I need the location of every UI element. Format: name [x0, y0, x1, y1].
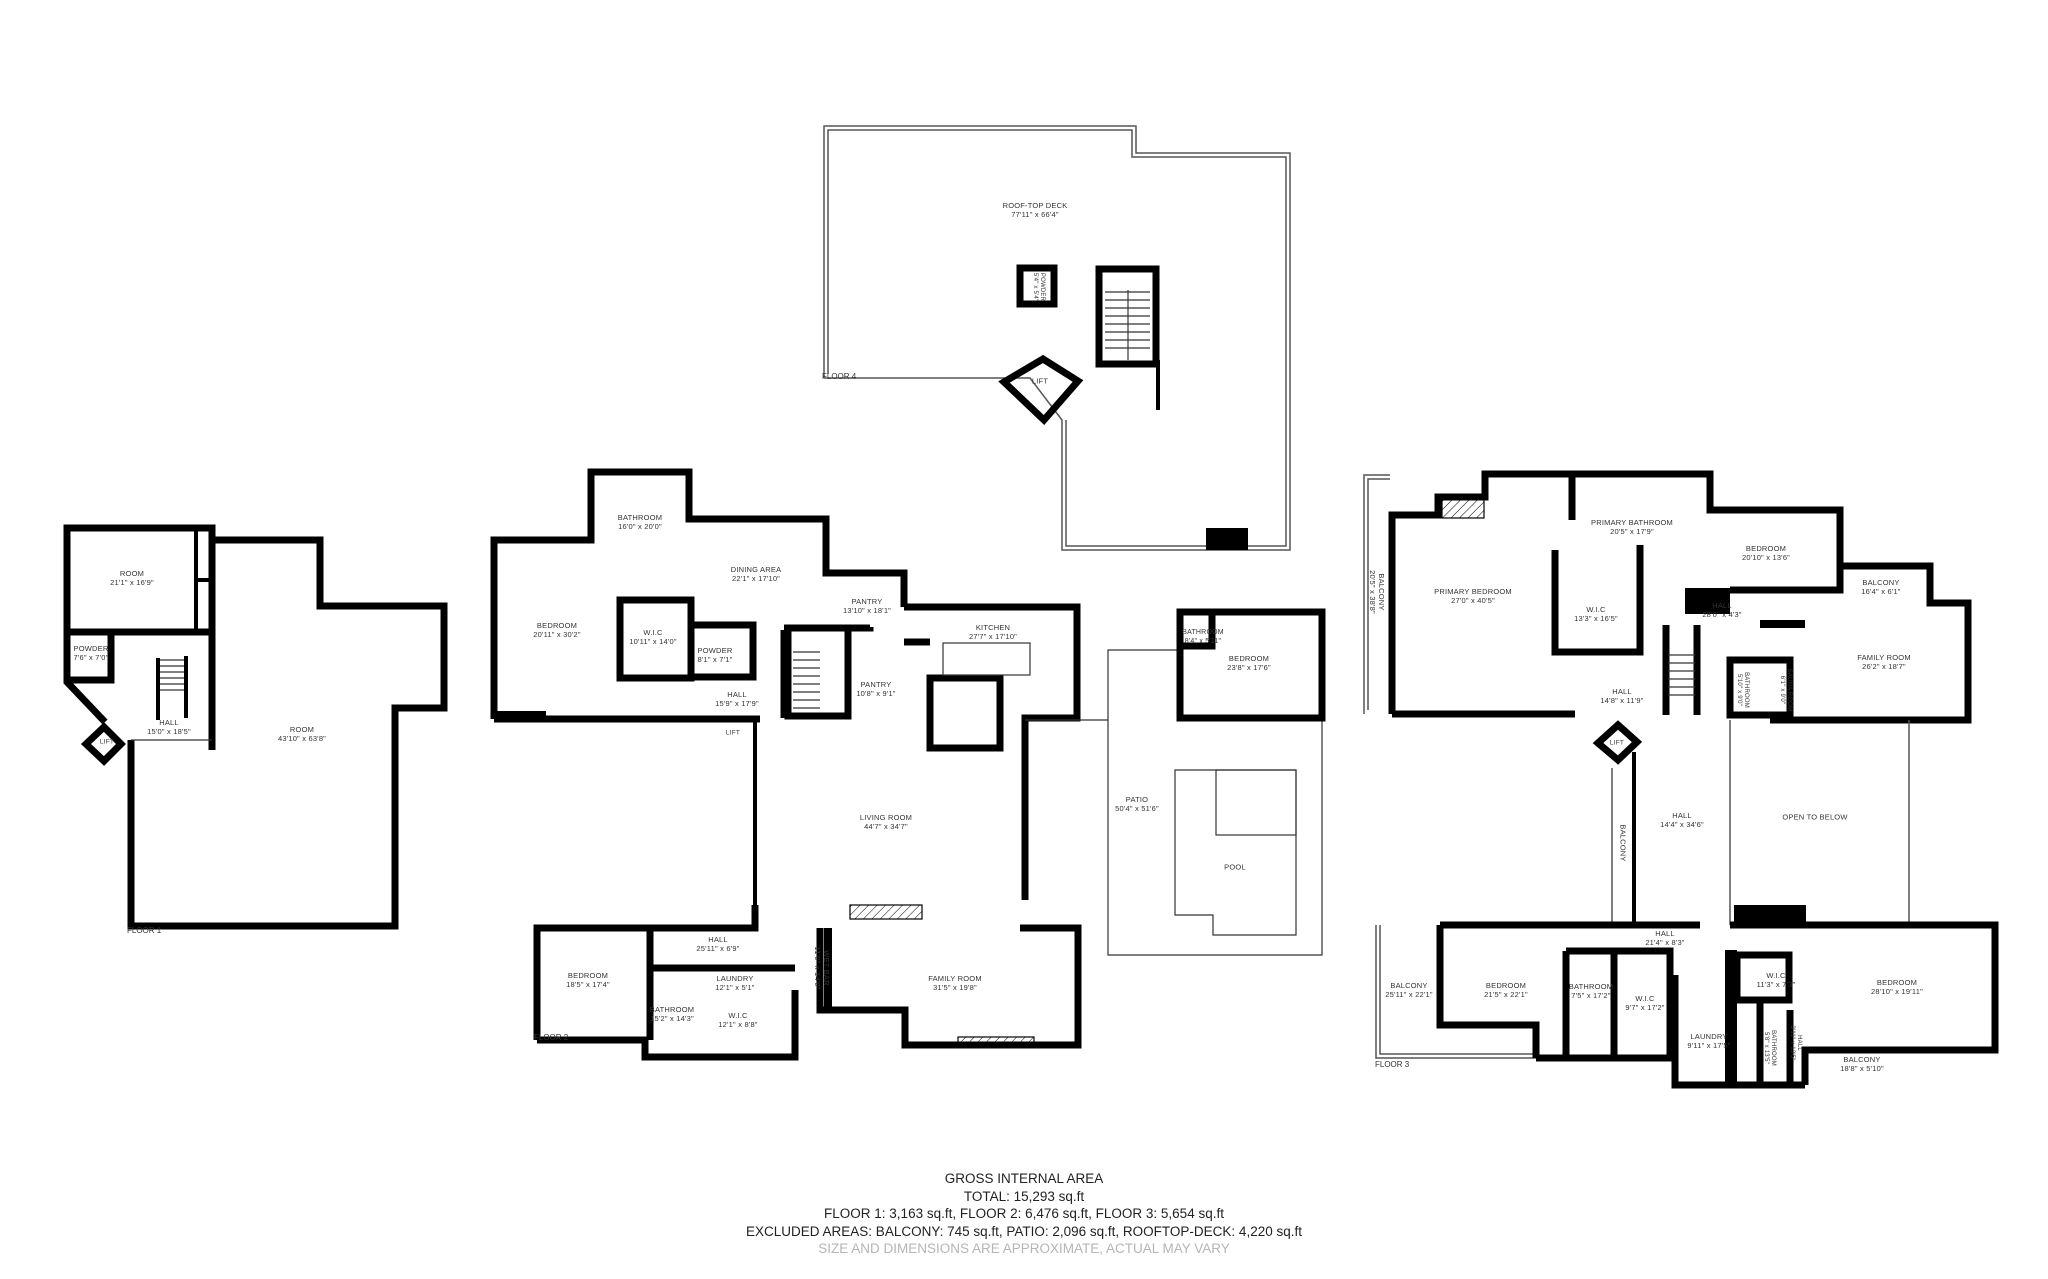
floor-3-tag: FLOOR 3 — [1375, 1060, 1410, 1069]
floor-1-tag: FLOOR 1 — [127, 926, 162, 935]
room-label-f3-balcony-3: BALCONY — [1618, 824, 1628, 862]
room-label-f2-pool: POOL — [1224, 862, 1246, 872]
room-label-f2-lift: LIFT — [725, 729, 741, 737]
room-label-roof-lift: LIFT — [1031, 376, 1049, 386]
summary-excluded: EXCLUDED AREAS: BALCONY: 745 sq.ft, PATI… — [746, 1223, 1302, 1239]
gross-internal-area-summary: GROSS INTERNAL AREA TOTAL: 15,293 sq.ft … — [0, 1170, 2048, 1258]
floor-2-plan — [490, 468, 1326, 1061]
summary-floors: FLOOR 1: 3,163 sq.ft, FLOOR 2: 6,476 sq.… — [824, 1206, 1224, 1221]
summary-title: GROSS INTERNAL AREA — [944, 1171, 1104, 1186]
floor-3-plan — [1363, 470, 1999, 1089]
summary-total: TOTAL: 15,293 sq.ft — [963, 1188, 1085, 1204]
floor-2-tag: FLOOR 2 — [534, 1033, 569, 1042]
floor-4-plan — [823, 125, 1291, 551]
room-label-f3-open-to-below: OPEN TO BELOW — [1782, 812, 1848, 822]
room-label-f1-lift: LIFT — [99, 738, 115, 746]
floor-1-plan — [63, 524, 448, 930]
room-label-f3-lift: LIFT — [1609, 739, 1625, 747]
floor-4-tag: FLOOR 4 — [822, 372, 857, 381]
summary-disclaimer: SIZE AND DIMENSIONS ARE APPROXIMATE, ACT… — [818, 1241, 1230, 1256]
